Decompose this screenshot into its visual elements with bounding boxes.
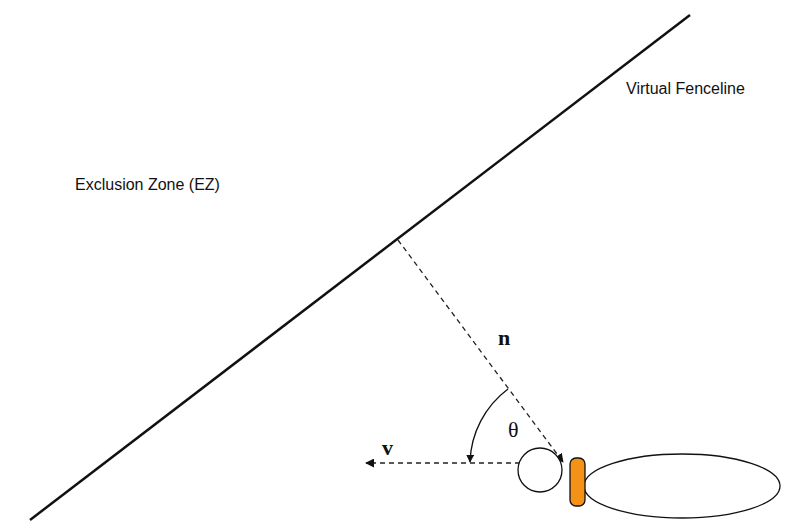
cow-body [584,454,780,518]
collar [570,458,585,506]
angle-symbol: θ [508,418,519,442]
cow-head [518,448,562,492]
fence-label: Virtual Fenceline [626,80,745,98]
normal-vector [398,240,563,462]
velocity-vector [366,462,520,463]
zone-label: Exclusion Zone (EZ) [75,176,220,194]
vector-symbol: v [382,436,393,460]
angle-arc [470,389,508,462]
vector-symbol: n [498,326,510,350]
fence-line [30,15,690,520]
